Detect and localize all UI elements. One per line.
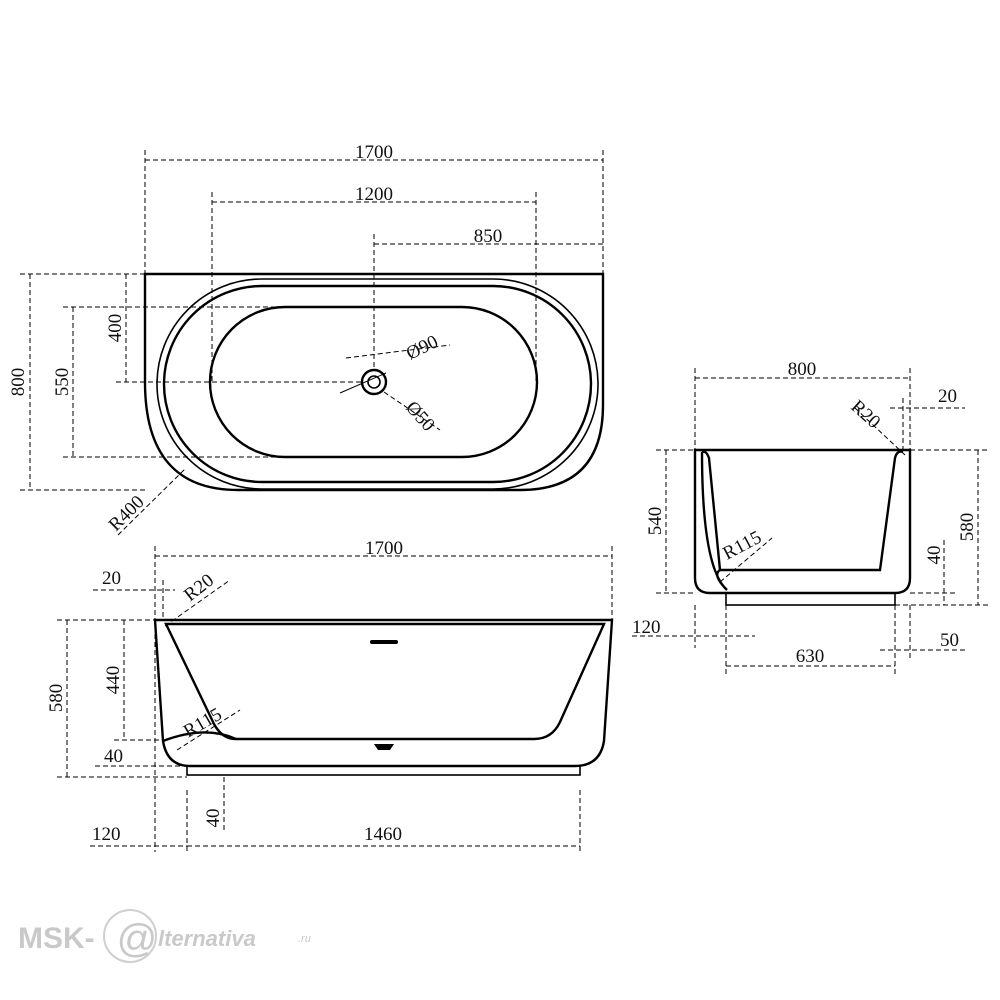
watermark-tail: lternativa — [158, 926, 256, 951]
side-rim-thickness: 20 — [938, 386, 957, 407]
front-view-plinth — [186, 765, 581, 776]
front-rim-radius: R20 — [180, 570, 218, 606]
watermark: MSK- @ lternativa .ru — [18, 909, 311, 963]
front-overall-length: 1700 — [365, 538, 403, 559]
side-view: 800 20 R20 540 580 R115 40 120 630 50 — [632, 359, 988, 676]
front-plinth-height: 40 — [203, 809, 224, 828]
front-plinth-length: 1460 — [364, 824, 402, 845]
top-inner-length: 1200 — [355, 184, 393, 205]
watermark-at-ring — [103, 909, 157, 963]
front-inner-radius: R115 — [180, 704, 226, 742]
top-overflow-diameter: Ø90 — [403, 331, 442, 364]
drain-outer-circle — [360, 368, 388, 396]
side-plinth-back-offset: 50 — [940, 630, 959, 651]
side-base-height: 40 — [924, 546, 945, 565]
top-corner-radius: R400 — [105, 492, 149, 536]
front-plinth-offset: 120 — [92, 824, 121, 845]
side-view-basin — [701, 450, 904, 572]
top-view-rim-inner — [162, 284, 593, 484]
front-view-inner-curve — [162, 731, 237, 743]
top-view-rim-outer — [156, 278, 599, 490]
front-view-basin — [164, 622, 606, 741]
watermark-brand: MSK- — [18, 922, 95, 955]
side-plinth-offset: 120 — [632, 617, 661, 638]
side-overall-width: 800 — [788, 359, 817, 380]
front-view: 1700 20 R20 580 440 40 R115 40 120 1460 — [46, 538, 614, 852]
side-rim-radius: R20 — [847, 396, 885, 433]
side-inner-depth: 540 — [645, 507, 666, 536]
front-drain — [374, 744, 394, 750]
drain-inner-circle — [367, 375, 381, 389]
top-drain-diameter: Ø50 — [401, 397, 439, 435]
side-plinth-width: 630 — [796, 646, 825, 667]
top-drain-to-back: 400 — [105, 314, 126, 343]
top-overall-length: 1700 — [355, 142, 393, 163]
overflow-slot — [370, 640, 398, 644]
front-base-height: 40 — [104, 746, 123, 767]
watermark-at: @ — [116, 917, 157, 961]
side-view-inner-curve — [700, 451, 728, 591]
top-view-basin — [208, 305, 539, 459]
side-inner-radius: R115 — [719, 527, 765, 565]
top-inner-width: 550 — [52, 368, 73, 397]
front-inner-depth: 440 — [103, 666, 124, 695]
watermark-domain: .ru — [298, 933, 311, 945]
top-overall-width: 800 — [8, 368, 29, 397]
top-view: 1700 1200 850 800 550 400 Ø90 Ø50 R400 — [8, 142, 605, 536]
front-rim-thickness: 20 — [102, 568, 121, 589]
side-view-plinth — [725, 592, 896, 606]
top-drain-offset: 850 — [474, 226, 503, 247]
top-view-outer-shell — [143, 272, 605, 492]
front-overall-height: 580 — [46, 684, 67, 713]
side-view-shell — [693, 448, 912, 595]
side-overall-height: 580 — [957, 513, 978, 542]
